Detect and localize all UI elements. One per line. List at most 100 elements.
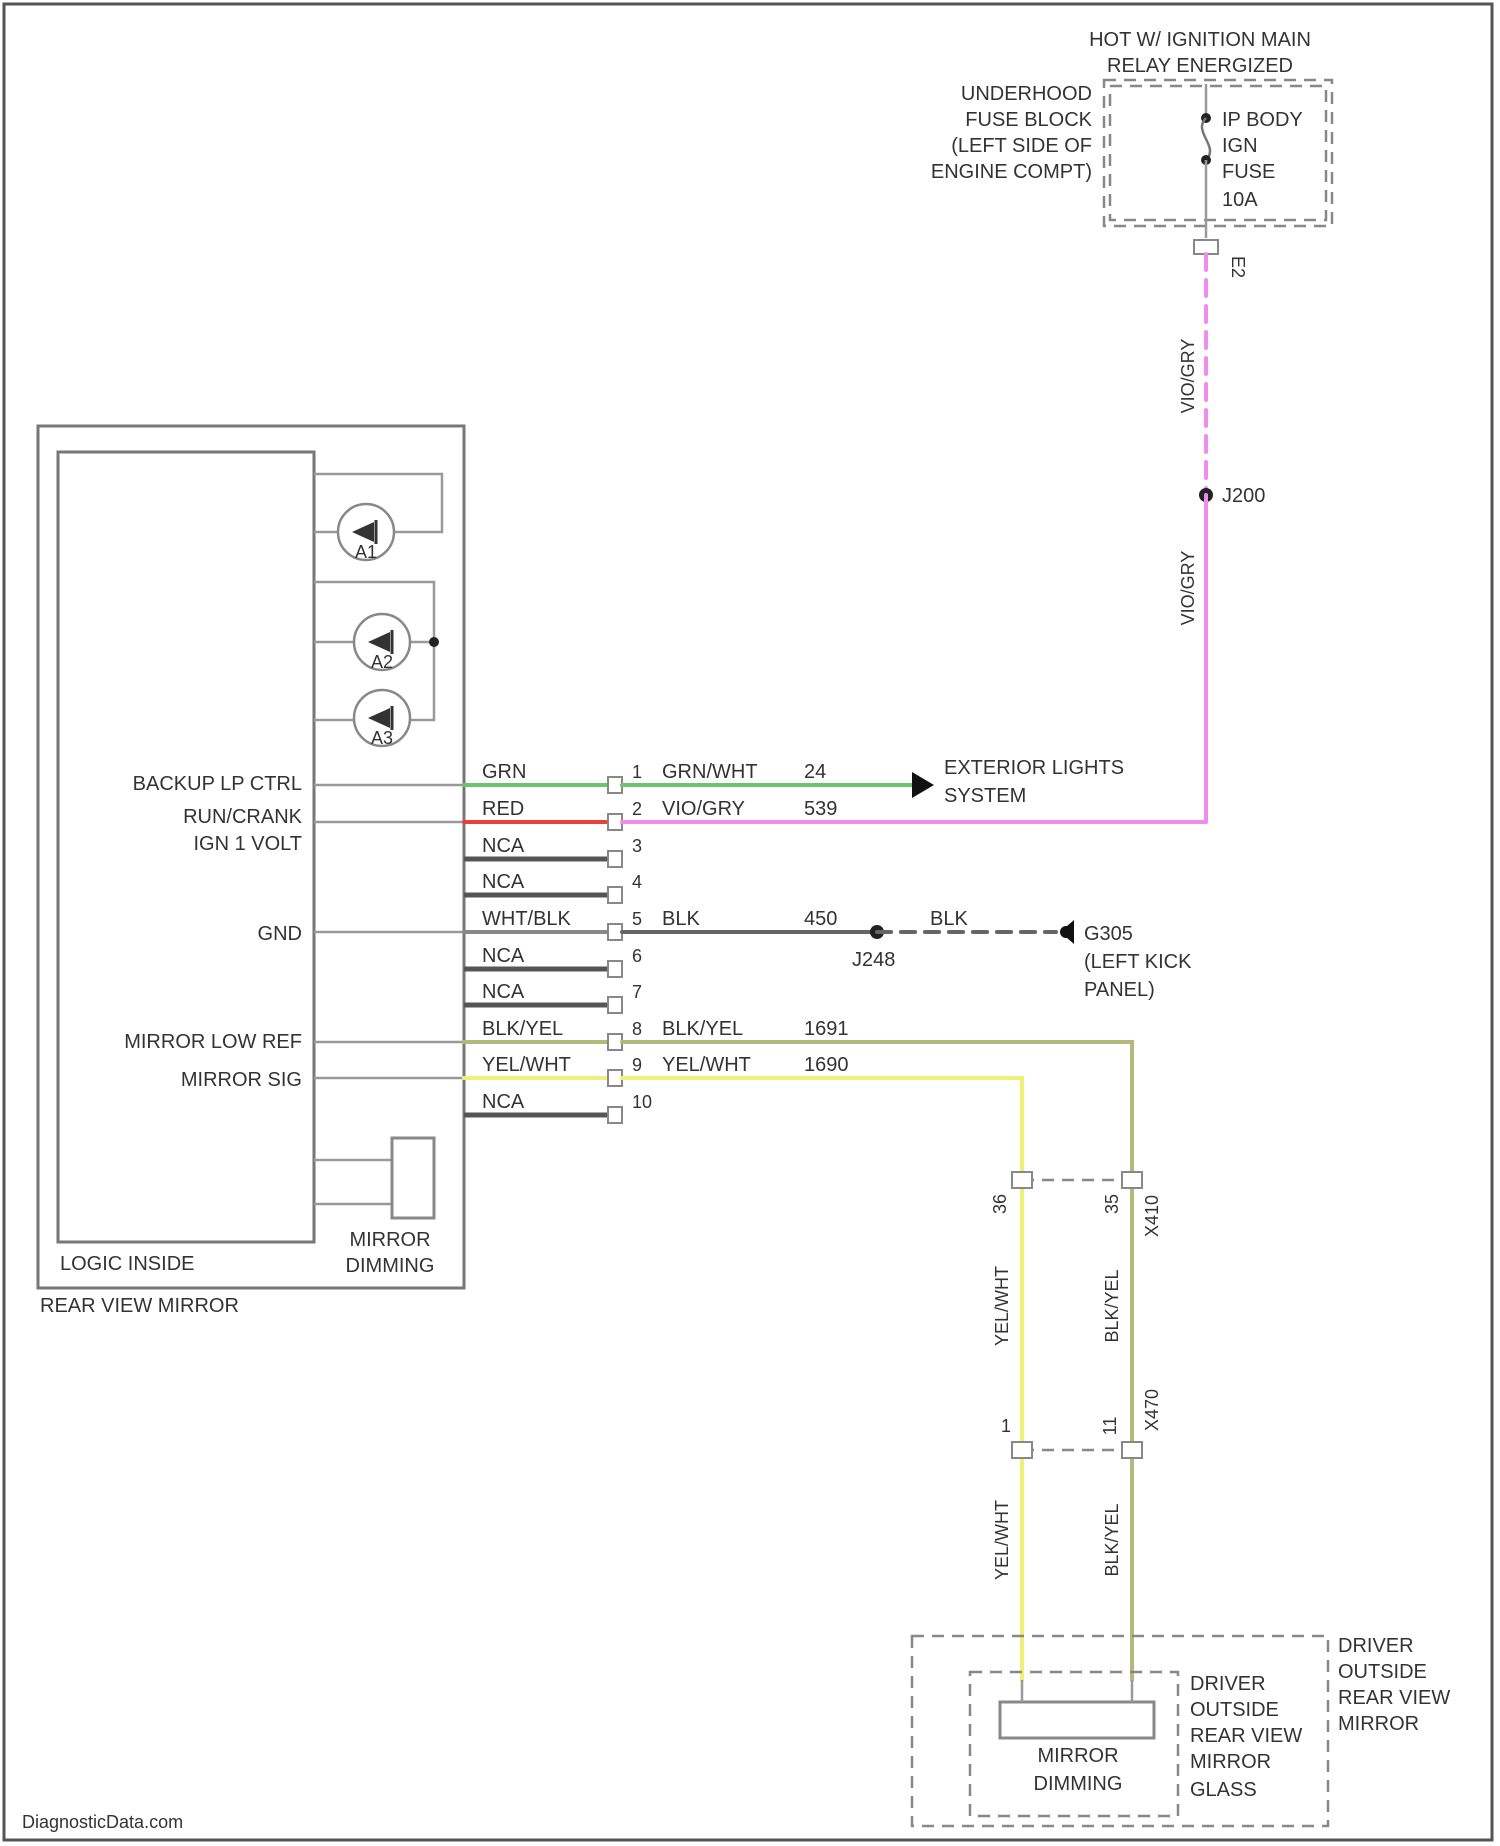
power-header-line2: RELAY ENERGIZED [1107,55,1293,77]
mirror-dimming-label-1: MIRROR [349,1229,430,1251]
fuse-line-4: 10A [1222,189,1258,211]
pin8-outside-color: BLK/YEL [662,1018,743,1040]
pin5-inside-color: WHT/BLK [482,908,572,930]
fuse-block-line-1: UNDERHOOD [961,83,1092,105]
wire-label-vio-gry-upper: VIO/GRY [1178,339,1198,414]
vertical-wire-left-lower: YEL/WHT [992,1500,1012,1580]
logic-inside-label: LOGIC INSIDE [60,1253,194,1275]
vertical-wire-right-upper: BLK/YEL [1102,1269,1122,1342]
pin10-number: 10 [632,1092,652,1112]
function-gnd: GND [258,923,302,945]
connector-x470-pin-right-label: 11 [1100,1417,1120,1436]
exterior-lights-line2: SYSTEM [944,785,1026,807]
fuse-line-1: IP BODY [1222,109,1303,131]
arrow-exterior-lights [912,772,934,798]
pin5-number: 5 [632,909,642,929]
pin8-circuit: 1691 [804,1018,849,1040]
driver-mirror-glass-line2: OUTSIDE [1190,1699,1279,1721]
fuse-pin-terminal [1194,240,1218,254]
pin7-number: 7 [632,982,642,1002]
fuse-block-inner [1110,86,1326,220]
pin6-number: 6 [632,946,642,966]
rear-view-mirror-label: REAR VIEW MIRROR [40,1295,239,1317]
pin1-inside-color: GRN [482,761,526,783]
driver-mirror-outer-line1: DRIVER [1338,1635,1414,1657]
pin9-outside-color: YEL/WHT [662,1054,751,1076]
pin8-inside-color: BLK/YEL [482,1018,563,1040]
pin1-number: 1 [632,762,642,782]
function-mirror-low-ref: MIRROR LOW REF [124,1031,302,1053]
pin4-number: 4 [632,872,642,892]
pin6-inside-color: NCA [482,945,525,967]
connector-x470-pin-right [1122,1442,1142,1458]
connector-x470-pin-left-label: 1 [1001,1416,1011,1436]
pin3-inside-color: NCA [482,835,525,857]
driver-mirror-outer-line2: OUTSIDE [1338,1661,1427,1683]
function-run-crank-2: IGN 1 VOLT [193,833,302,855]
fuse-symbol [1201,84,1211,238]
splice-j248-label: J248 [852,949,895,971]
fuse-block-line-2: FUSE BLOCK [965,109,1092,131]
pin9-inside-color: YEL/WHT [482,1054,571,1076]
ground-g305-icon [1060,920,1074,944]
connector-x410-pin-left [1012,1172,1032,1188]
fuse-line-2: IGN [1222,135,1258,157]
connector-x410-pin-right [1122,1172,1142,1188]
driver-mirror-glass-line1: DRIVER [1190,1673,1266,1695]
mirror-dimming-leads [314,1160,392,1204]
sensor-junction-dot [429,637,439,647]
function-run-crank-1: RUN/CRANK [183,806,303,828]
ground-point-line2: (LEFT KICK [1084,951,1192,973]
diagram-frame [4,4,1492,1840]
connector-x410-name: X410 [1142,1195,1162,1237]
vertical-wire-left-upper: YEL/WHT [992,1266,1012,1346]
wire-label-vio-gry-lower: VIO/GRY [1178,551,1198,626]
pin1-outside-color: GRN/WHT [662,761,758,783]
pin10-inside-color: NCA [482,1091,525,1113]
ground-wire-color: BLK [930,908,968,930]
exterior-lights-line1: EXTERIOR LIGHTS [944,757,1124,779]
wire-yel-wht-out [622,1078,1022,1680]
driver-mirror-outer-line3: REAR VIEW [1338,1687,1450,1709]
splice-j200-label: J200 [1222,485,1265,507]
connector-x470-pin-left [1012,1442,1032,1458]
pin2-circuit: 539 [804,798,837,820]
driver-mirror-glass-line4: MIRROR [1190,1751,1271,1773]
mirror-dimming-element [392,1138,434,1218]
sensor-a1-label: A1 [355,542,377,562]
function-mirror-sig: MIRROR SIG [181,1069,302,1091]
wire-blk-yel-out [622,1042,1132,1680]
driver-mirror-element-line2: DIMMING [1034,1773,1123,1795]
ground-point-line3: PANEL) [1084,979,1155,1001]
driver-mirror-dimming-element [1000,1702,1154,1738]
connector-x410-pin-left-label: 36 [990,1194,1010,1214]
ground-point-line1: G305 [1084,923,1133,945]
fuse-block-outline [1104,80,1332,226]
connector-x410-pin-right-label: 35 [1102,1194,1122,1214]
pin2-outside-color: VIO/GRY [662,798,745,820]
pin5-outside-color: BLK [662,908,700,930]
pin1-circuit: 24 [804,761,826,783]
function-backup-lp-ctrl: BACKUP LP CTRL [133,773,302,795]
driver-mirror-glass-line3: REAR VIEW [1190,1725,1302,1747]
mirror-dimming-label-2: DIMMING [346,1255,435,1277]
fuse-line-3: FUSE [1222,161,1275,183]
fuse-pin-label: E2 [1228,256,1248,278]
fuse-block-line-3: (LEFT SIDE OF [951,135,1092,157]
pin9-circuit: 1690 [804,1054,849,1076]
driver-mirror-outer-line4: MIRROR [1338,1713,1419,1735]
sensor-a2-label: A2 [371,652,393,672]
sensor-a3-label: A3 [371,728,393,748]
driver-mirror-glass-line5: GLASS [1190,1779,1257,1801]
watermark: DiagnosticData.com [22,1812,183,1832]
pin2-number: 2 [632,799,642,819]
power-header-line1: HOT W/ IGNITION MAIN [1089,29,1311,51]
pin8-number: 8 [632,1019,642,1039]
pin4-inside-color: NCA [482,871,525,893]
vertical-wire-right-lower: BLK/YEL [1102,1503,1122,1576]
driver-mirror-element-line1: MIRROR [1037,1745,1118,1767]
pin3-number: 3 [632,836,642,856]
pin9-number: 9 [632,1055,642,1075]
fuse-block-line-4: ENGINE COMPT) [931,161,1092,183]
